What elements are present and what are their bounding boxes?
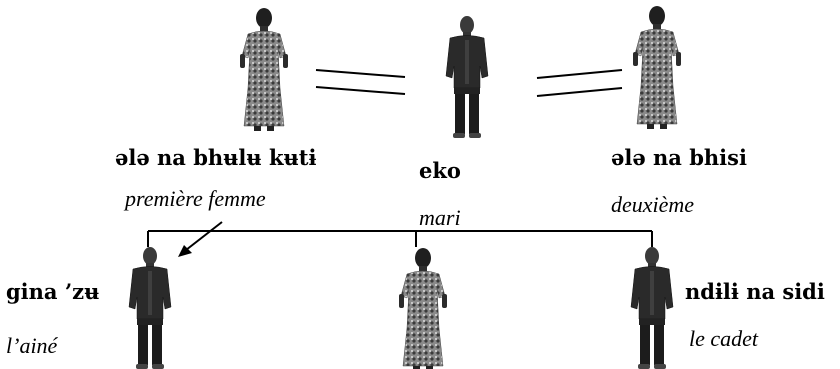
first-wife-figure-icon bbox=[239, 7, 289, 132]
youngest-term: ndɨlɨ na sidi bbox=[685, 279, 825, 304]
husband-term: eko bbox=[419, 158, 461, 183]
youngest-gloss: le cadet bbox=[689, 326, 759, 351]
eldest-son-figure-icon bbox=[128, 246, 172, 369]
middle-child-figure-icon bbox=[398, 247, 448, 369]
eldest-gloss: l’ainé bbox=[6, 333, 58, 358]
second-wife-gloss: deuxième bbox=[611, 192, 695, 217]
first-wife-gloss: première femme bbox=[125, 186, 266, 211]
youngest-son-figure-icon bbox=[630, 246, 674, 369]
marriage-lines-right bbox=[536, 69, 623, 97]
first-wife-term: ələ na bhʉlʉ kʉtɨ bbox=[115, 145, 317, 170]
husband-gloss: mari bbox=[419, 205, 461, 230]
second-wife-figure-icon bbox=[632, 5, 682, 130]
second-wife-term: ələ na bhisi bbox=[611, 145, 747, 170]
arrow-first-wife-to-eldest bbox=[178, 221, 223, 257]
eldest-term: gina ’zʉ bbox=[6, 279, 100, 304]
descent-bracket bbox=[147, 230, 653, 247]
marriage-lines-left bbox=[315, 69, 406, 95]
husband-figure-icon bbox=[445, 15, 489, 139]
